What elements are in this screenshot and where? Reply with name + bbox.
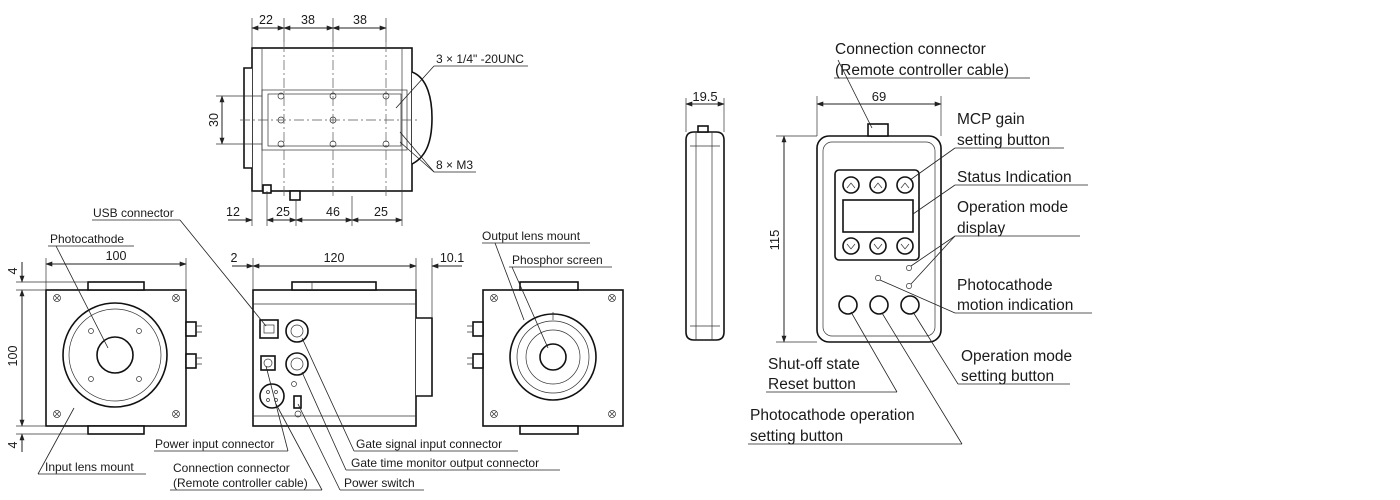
remote-side-view: 19.5 <box>685 89 725 341</box>
dim-gap-bottom: 4 <box>6 441 20 448</box>
label-connection-connector: Connection connector <box>173 461 290 475</box>
dim-25b: 25 <box>374 205 388 219</box>
label-gate-signal: Gate signal input connector <box>356 437 502 451</box>
dim-46: 46 <box>326 205 340 219</box>
remote-cable-connector <box>867 123 889 137</box>
dim-gap-top: 4 <box>6 267 20 274</box>
label-pc-motion: Photocathode <box>957 277 1053 294</box>
label-pc-motion-sub: motion indication <box>957 297 1073 314</box>
usb-connector <box>259 319 279 339</box>
label-connection-sub: (Remote controller cable) <box>173 476 308 490</box>
callout-thread: 3 × 1/4" -20UNC <box>436 52 524 66</box>
label-status-indication: Status Indication <box>957 169 1072 186</box>
dim-side-left: 2 <box>231 251 238 265</box>
label-shutoff: Shut-off state <box>768 356 860 373</box>
dim-22: 22 <box>259 13 273 27</box>
mcp-gain-up-buttons <box>842 176 914 194</box>
rear-screws <box>490 294 616 418</box>
label-remote-connection-sub: (Remote controller cable) <box>835 62 1009 79</box>
camera-rear-view: Output lens mount Phosphor screen <box>467 229 624 435</box>
label-photocathode: Photocathode <box>50 232 124 246</box>
status-display <box>842 199 914 233</box>
front-screws <box>53 294 180 418</box>
mcp-gain-down-buttons <box>842 237 914 255</box>
remote-front-view: 69 115 Connection connector (Remote cont… <box>748 41 1092 445</box>
dim-remote-thickness: 19.5 <box>692 89 717 104</box>
label-shutoff-sub: Reset button <box>768 376 856 393</box>
label-input-lens-mount: Input lens mount <box>45 460 134 474</box>
mcp-up-button-3[interactable] <box>896 176 914 194</box>
label-opmode-button: Operation mode <box>961 348 1072 365</box>
label-power-switch: Power switch <box>344 476 415 490</box>
dim-side-right: 10.1 <box>440 251 464 265</box>
gate-signal-input-connector <box>285 319 309 343</box>
camera-top-view: 22 38 38 30 12 25 46 25 3 × 1/4" -20UNC … <box>207 13 528 226</box>
power-input-connector <box>260 355 276 371</box>
label-usb-connector: USB connector <box>93 206 174 220</box>
label-gate-time: Gate time monitor output connector <box>351 456 539 470</box>
label-mcp-gain: MCP gain <box>957 111 1025 128</box>
label-opmode-display: Operation mode <box>957 199 1068 216</box>
camera-top-body <box>251 47 413 192</box>
label-phosphor-screen: Phosphor screen <box>512 253 603 267</box>
opmode-led-1 <box>906 265 912 271</box>
opmode-setting-button[interactable] <box>900 295 920 315</box>
dim-remote-height: 115 <box>767 230 782 251</box>
dim-38a: 38 <box>301 13 315 27</box>
callout-m3: 8 × M3 <box>436 158 473 172</box>
label-mcp-gain-sub: setting button <box>957 132 1050 149</box>
mcp-down-button-1[interactable] <box>842 237 860 255</box>
shutoff-reset-button[interactable] <box>838 295 858 315</box>
photocathode-motion-led <box>875 275 881 281</box>
dim-front-width: 100 <box>106 249 127 263</box>
dim-front-height: 100 <box>6 346 20 367</box>
power-switch <box>293 395 302 409</box>
photocathode-operation-button[interactable] <box>869 295 889 315</box>
mcp-up-button-1[interactable] <box>842 176 860 194</box>
mcp-up-button-2[interactable] <box>869 176 887 194</box>
dim-25a: 25 <box>276 205 290 219</box>
label-pc-operation-sub: setting button <box>750 428 843 445</box>
label-opmode-button-sub: setting button <box>961 368 1054 385</box>
gate-time-monitor-connector <box>285 352 309 376</box>
dim-38b: 38 <box>353 13 367 27</box>
mcp-down-button-3[interactable] <box>896 237 914 255</box>
connection-connector <box>259 383 285 409</box>
label-opmode-display-sub: display <box>957 220 1005 237</box>
opmode-led-2 <box>906 283 912 289</box>
dim-side-length: 120 <box>324 251 345 265</box>
label-power-input: Power input connector <box>155 437 274 451</box>
label-remote-connection: Connection connector <box>835 41 986 58</box>
camera-side-view: 2 120 10.1 USB connector Power input con… <box>92 206 560 491</box>
label-output-lens-mount: Output lens mount <box>482 229 581 243</box>
dim-12: 12 <box>226 205 240 219</box>
mcp-down-button-2[interactable] <box>869 237 887 255</box>
dim-remote-width: 69 <box>872 89 886 104</box>
camera-front-view: 100 4 100 4 Photocathode Input lens moun… <box>6 232 202 475</box>
label-pc-operation: Photocathode operation <box>750 407 915 424</box>
dim-30: 30 <box>207 113 221 127</box>
